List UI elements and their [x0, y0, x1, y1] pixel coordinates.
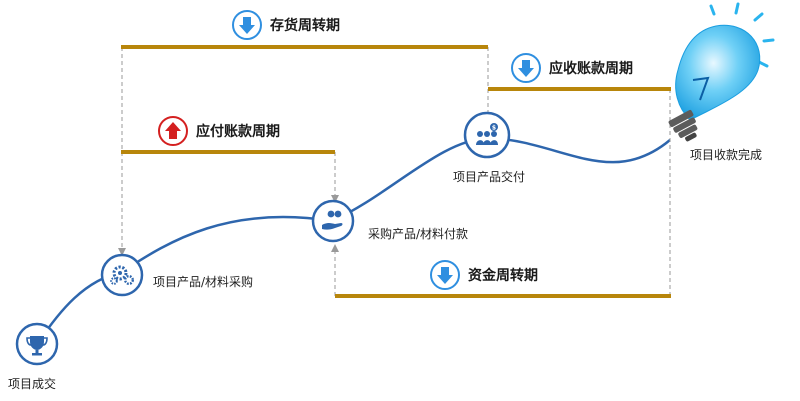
arrow-down-icon — [430, 260, 460, 290]
inventory-period-header: 存货周转期 — [232, 10, 340, 40]
receivable-period-label: 应收账款周期 — [549, 60, 633, 77]
deliver-label: 项目产品交付 — [453, 169, 525, 184]
procure-node: 项目产品/材料采购 — [100, 253, 253, 297]
inventory-period-bar — [121, 45, 488, 49]
payable-period-header: 应付账款周期 — [158, 116, 280, 146]
receivable-period-header: 应收账款周期 — [511, 53, 633, 83]
collect-label: 项目收款完成 — [690, 147, 762, 162]
arrow-up-icon — [158, 116, 188, 146]
flow-curve — [36, 136, 671, 344]
deal-node: 项目成交 — [8, 322, 59, 391]
cash-period-label: 资金周转期 — [468, 267, 538, 284]
collect-node: 项目收款完成 — [668, 2, 775, 162]
svg-text:$: $ — [492, 124, 496, 131]
arrow-down-icon — [232, 10, 262, 40]
hand-coins-icon — [322, 210, 343, 230]
inventory-period-label: 存货周转期 — [270, 17, 340, 34]
pay-node: 采购产品/材料付款 — [311, 199, 468, 243]
procure-label: 项目产品/材料采购 — [153, 274, 253, 289]
arrow-down-icon — [511, 53, 541, 83]
deliver-node: $ 项目产品交付 — [453, 111, 525, 184]
team-dollar-icon: $ — [476, 123, 498, 145]
receivable-period-bar — [488, 87, 671, 91]
payable-period-label: 应付账款周期 — [196, 123, 280, 140]
pay-label: 采购产品/材料付款 — [368, 226, 468, 241]
cash-period-header: 资金周转期 — [430, 260, 538, 290]
deal-label: 项目成交 — [8, 376, 56, 391]
dashed-connectors — [118, 47, 671, 296]
trophy-icon — [26, 336, 48, 356]
lightbulb-icon — [668, 2, 775, 142]
cash-period-bar — [335, 294, 671, 298]
payable-period-bar — [121, 150, 335, 154]
